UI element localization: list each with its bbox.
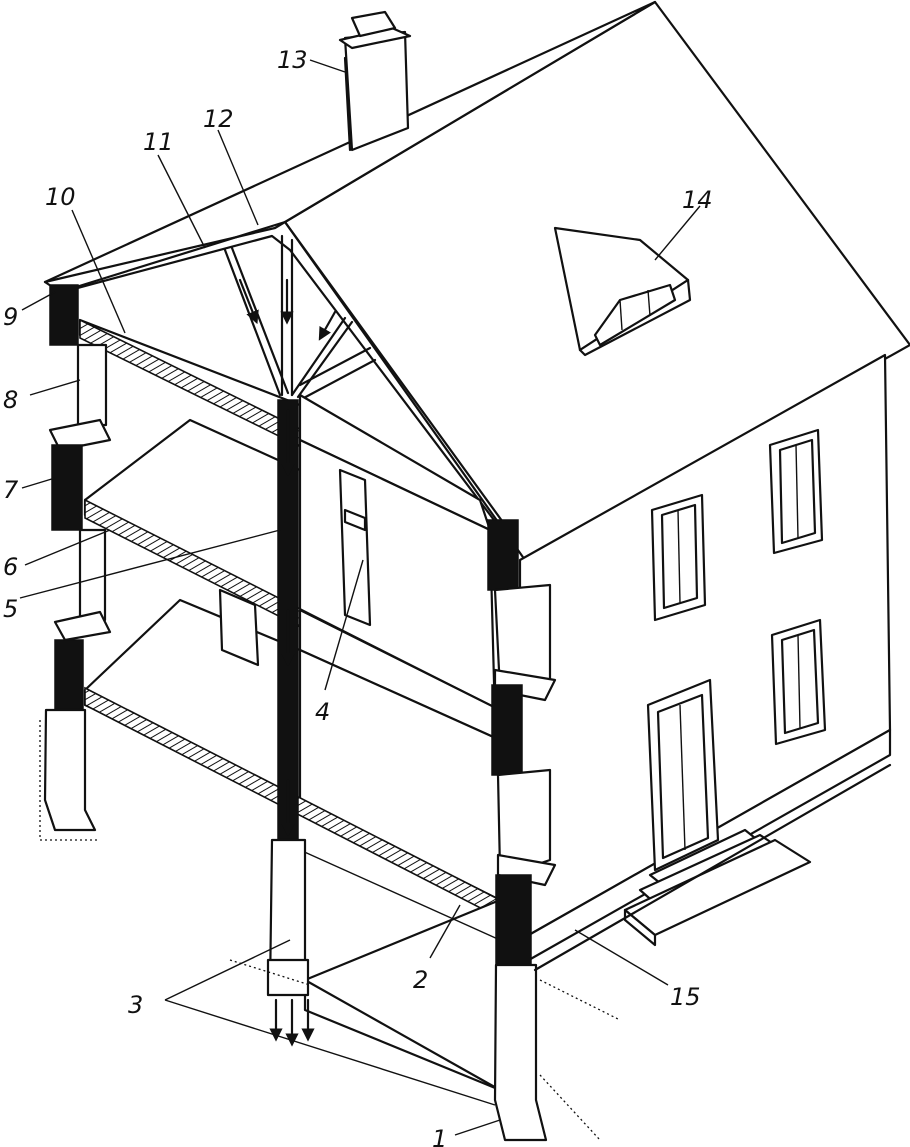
chimney xyxy=(338,10,412,152)
window-upper-right xyxy=(768,428,824,555)
right-exterior-wall xyxy=(229,519,621,1142)
label-14: 14 xyxy=(682,186,713,214)
window-upper-left xyxy=(650,493,707,622)
callout-labels: 1 2 3 4 5 6 7 8 9 10 11 12 13 14 15 xyxy=(3,46,713,1147)
label-12: 12 xyxy=(203,105,234,133)
label-13: 13 xyxy=(277,46,308,74)
windows xyxy=(650,428,827,746)
label-15: 15 xyxy=(670,983,701,1011)
label-4: 4 xyxy=(315,698,330,726)
plinth-line xyxy=(533,763,892,972)
label-11: 11 xyxy=(143,128,174,156)
label-6: 6 xyxy=(3,553,18,581)
left-exterior-wall xyxy=(39,284,112,841)
label-5: 5 xyxy=(3,595,18,623)
label-9: 9 xyxy=(3,303,18,331)
label-2: 2 xyxy=(413,966,428,994)
label-3: 3 xyxy=(128,991,143,1019)
central-load-wall xyxy=(266,399,315,1047)
label-10: 10 xyxy=(45,183,76,211)
label-1: 1 xyxy=(432,1125,447,1147)
dormer-window xyxy=(553,226,692,357)
window-lower-right xyxy=(770,618,827,746)
leader-lines xyxy=(19,59,701,1136)
partition-wall xyxy=(218,468,372,667)
label-8: 8 xyxy=(3,386,18,414)
entrance-door xyxy=(646,678,720,872)
label-7: 7 xyxy=(3,476,19,504)
roof-truss xyxy=(223,234,377,402)
entrance-steps xyxy=(623,828,812,947)
